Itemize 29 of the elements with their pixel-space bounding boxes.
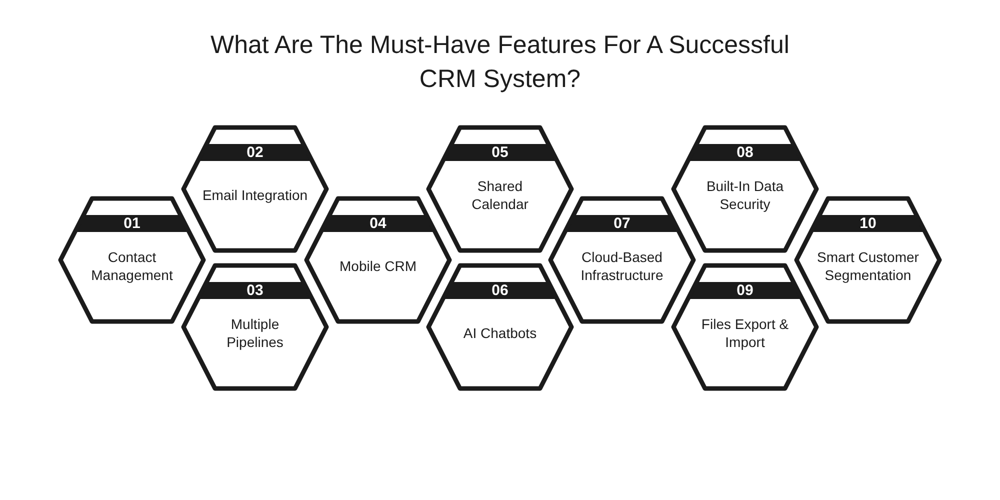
- step-number: 02: [246, 144, 264, 161]
- step-number: 06: [492, 282, 508, 299]
- feature-label: Mobile CRM: [340, 257, 416, 275]
- hexagon-card: [181, 125, 329, 253]
- step-number: 08: [736, 144, 754, 161]
- hexagon-card: [671, 263, 819, 391]
- title: What Are The Must-Have Features For A Successful CRM System?: [210, 30, 790, 95]
- step-number: 03: [246, 282, 264, 299]
- feature-label: Email Integration: [202, 186, 308, 204]
- feature-label: Contact Management: [90, 248, 174, 284]
- hexagon-card: [181, 263, 329, 391]
- step-number: 10: [860, 215, 876, 232]
- step-number: 04: [370, 215, 386, 232]
- feature-label: Built-In Data Security: [705, 177, 785, 213]
- feature-label: Multiple Pipelines: [226, 315, 284, 351]
- hexagon-card: [548, 196, 696, 324]
- feature-label: Cloud-Based Infrastructure: [580, 248, 664, 284]
- hexagon-card: [794, 196, 942, 324]
- hexagon-card: [426, 263, 574, 391]
- feature-label: AI Chatbots: [463, 324, 537, 342]
- step-number: 05: [492, 144, 508, 161]
- step-number: 01: [124, 215, 140, 232]
- step-number: 07: [614, 215, 630, 232]
- step-number: 09: [736, 282, 754, 299]
- feature-label: Smart Customer Segmentation: [816, 248, 920, 284]
- feature-label: Shared Calendar: [470, 177, 530, 213]
- hexagon-card: [426, 125, 574, 253]
- hexagon-card: [671, 125, 819, 253]
- feature-label: Files Export & Import: [700, 315, 790, 351]
